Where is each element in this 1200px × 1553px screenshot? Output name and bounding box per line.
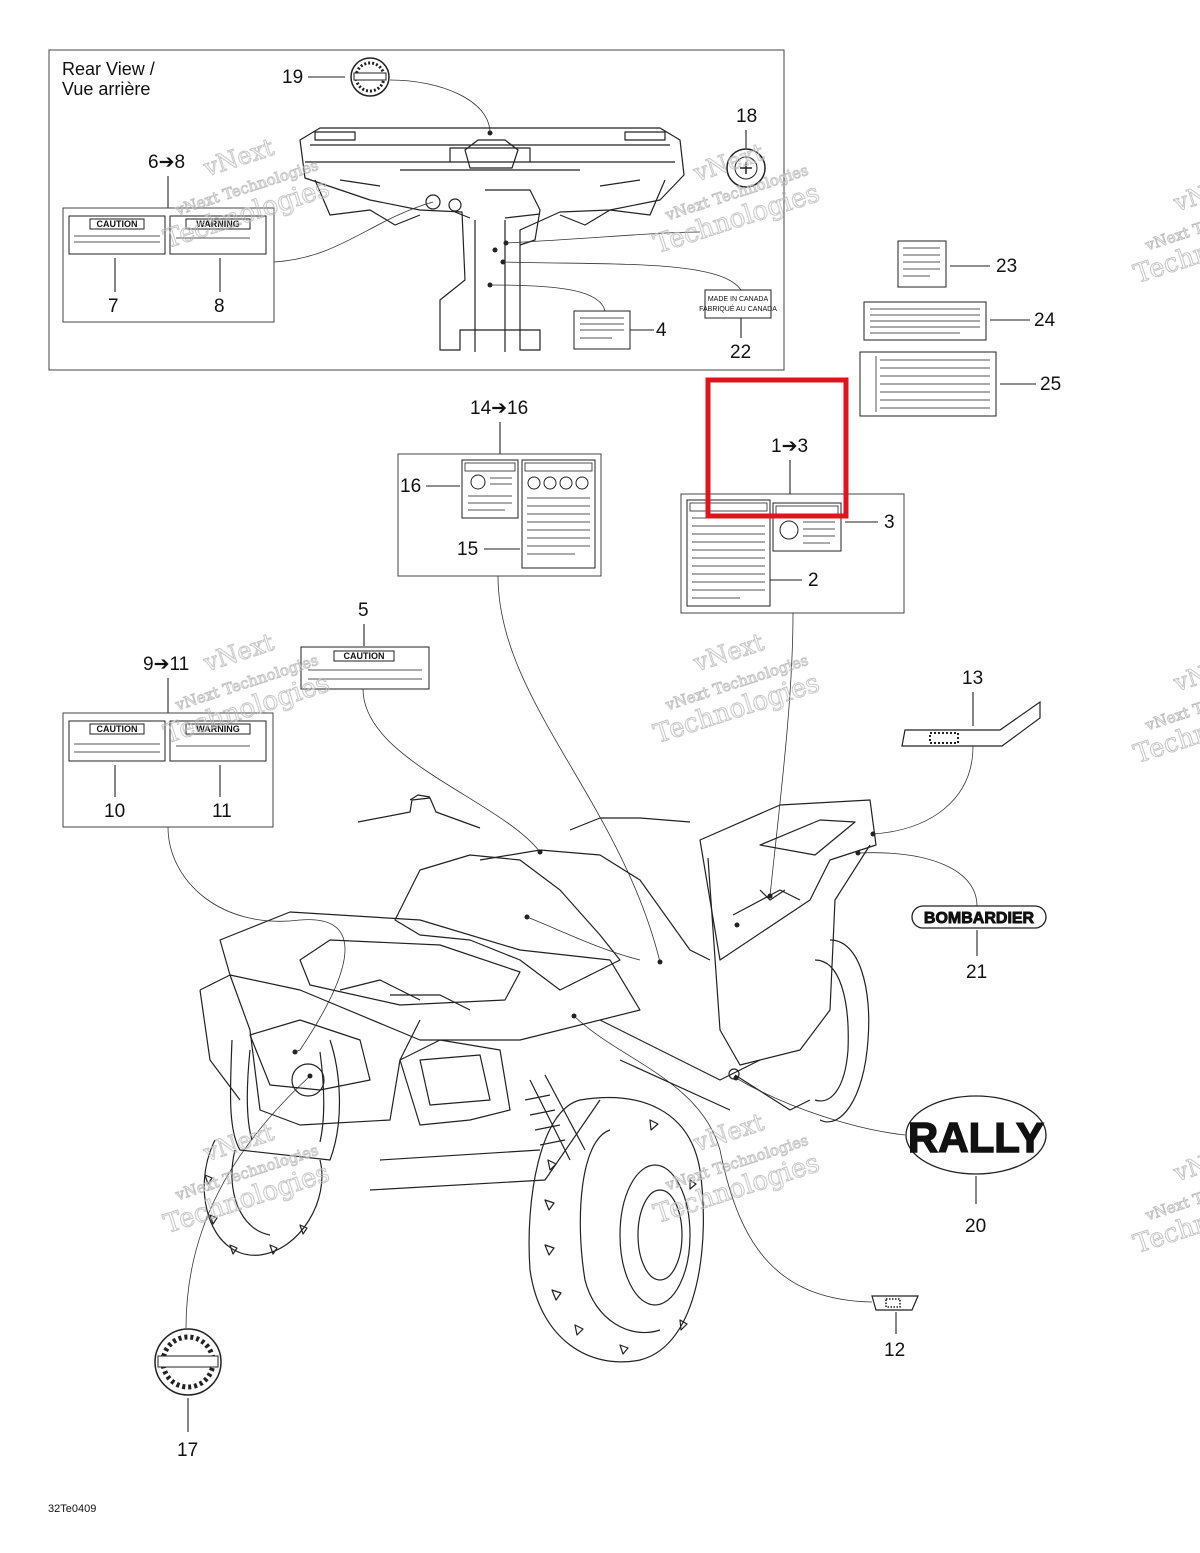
decal-3-warning-label (772, 502, 842, 552)
callout-15: 15 (457, 539, 478, 560)
callout-20: 20 (965, 1216, 986, 1237)
svg-text:vNext: vNext (1169, 168, 1200, 217)
decal-18-round-badge (726, 148, 766, 188)
callout-17: 17 (177, 1440, 198, 1461)
decal-5-caution-text: CAUTION (344, 651, 385, 661)
decal-10-caution-label: CAUTION (68, 720, 166, 762)
decal-group-1-3-frame (680, 493, 905, 614)
rear-view-title-line1: Rear View / (62, 59, 155, 79)
decal-11-warning-text: WARNING (196, 724, 240, 734)
watermark-2: vNext vNext Technologies Technologies (650, 138, 824, 261)
callout-4: 4 (656, 320, 667, 341)
decal-7-caution-text: CAUTION (97, 219, 138, 229)
callout-21: 21 (966, 962, 987, 983)
svg-text:vNext: vNext (1169, 1138, 1200, 1187)
decal-22-made-in-canada: MADE IN CANADA FABRIQUÉ AU CANADA (699, 289, 777, 319)
svg-text:Technologies: Technologies (1130, 208, 1200, 290)
callout-2: 2 (808, 570, 819, 591)
watermark-9: vNext vNext Technologies Technologies (1130, 1138, 1200, 1261)
watermark-5: vNext vNext Technologies Technologies (650, 628, 824, 751)
callout-22: 22 (730, 342, 751, 363)
decal-21-text: BOMBARDIER (924, 910, 1035, 927)
watermark-6: vNext vNext Technologies Technologies (1130, 648, 1200, 771)
decal-12-small-badge (871, 1295, 919, 1311)
svg-text:vNext: vNext (1169, 648, 1200, 697)
decal-8-warning-label: WARNING (169, 215, 267, 255)
rear-view-title-line2: Vue arrière (62, 79, 150, 99)
callout-10: 10 (104, 801, 125, 822)
callout-3: 3 (884, 512, 895, 533)
decal-24-label (863, 301, 987, 341)
svg-text:Technologies: Technologies (1130, 1178, 1200, 1260)
callout-11: 11 (212, 801, 232, 822)
watermark-7: vNext vNext Technologies Technologies (160, 1118, 334, 1241)
watermark-3: vNext vNext Technologies Technologies (1130, 168, 1200, 291)
decal-5-caution-label: CAUTION (300, 646, 430, 690)
watermark-group: vNext vNext Technologies Technologies vN… (160, 133, 1200, 1261)
decal-16-warning-label (461, 459, 519, 519)
decal-7-caution-label: CAUTION (68, 215, 166, 255)
svg-text:Technologies: Technologies (1130, 688, 1200, 770)
callout-16: 16 (400, 476, 421, 497)
callout-18: 18 (736, 106, 757, 127)
decal-2-warning-label (686, 499, 771, 607)
decal-4-small-label (573, 310, 631, 350)
decal-10-caution-text: CAUTION (97, 724, 138, 734)
decal-22-text-en: MADE IN CANADA (708, 296, 769, 303)
callout-24: 24 (1034, 310, 1056, 331)
callout-13: 13 (962, 668, 983, 689)
decal-23-label (897, 240, 947, 288)
decal-17-round-emblem (154, 1328, 222, 1396)
callout-19: 19 (282, 67, 303, 88)
callout-14-16: 14➔16 (470, 398, 528, 419)
callout-23: 23 (996, 256, 1017, 277)
decal-22-text-fr: FABRIQUÉ AU CANADA (699, 304, 777, 313)
drawing-number: 32Te0409 (48, 1503, 96, 1515)
decal-21-bombardier-badge: BOMBARDIER (911, 905, 1047, 929)
callout-9-11: 9➔11 (143, 654, 189, 675)
callout-12: 12 (884, 1340, 905, 1361)
decal-15-warning-label (521, 459, 596, 569)
decal-group-6-8-frame (62, 207, 275, 323)
decal-20-rally-badge: RALLY (905, 1095, 1047, 1175)
decal-25-label (859, 351, 997, 417)
decal-group-14-16-frame (397, 453, 602, 577)
callout-25: 25 (1040, 374, 1061, 395)
callout-1-3: 1➔3 (771, 436, 808, 457)
callout-5: 5 (358, 600, 369, 621)
callout-8: 8 (214, 296, 225, 317)
highlight-box (705, 377, 849, 519)
callout-7: 7 (108, 296, 119, 317)
decal-13-stripe (901, 700, 1041, 747)
callout-6-8: 6➔8 (148, 152, 185, 173)
atv-main-drawing (199, 794, 877, 1363)
decal-19-round-emblem (350, 57, 390, 97)
rear-view-frame (48, 49, 785, 371)
decal-8-warning-text: WARNING (196, 219, 240, 229)
decal-20-text: RALLY (908, 1114, 1044, 1161)
decal-11-warning-label: WARNING (169, 720, 267, 762)
watermark-8: vNext vNext Technologies Technologies (650, 1108, 824, 1231)
rear-view-inset: Rear View / Vue arrière (48, 49, 785, 371)
